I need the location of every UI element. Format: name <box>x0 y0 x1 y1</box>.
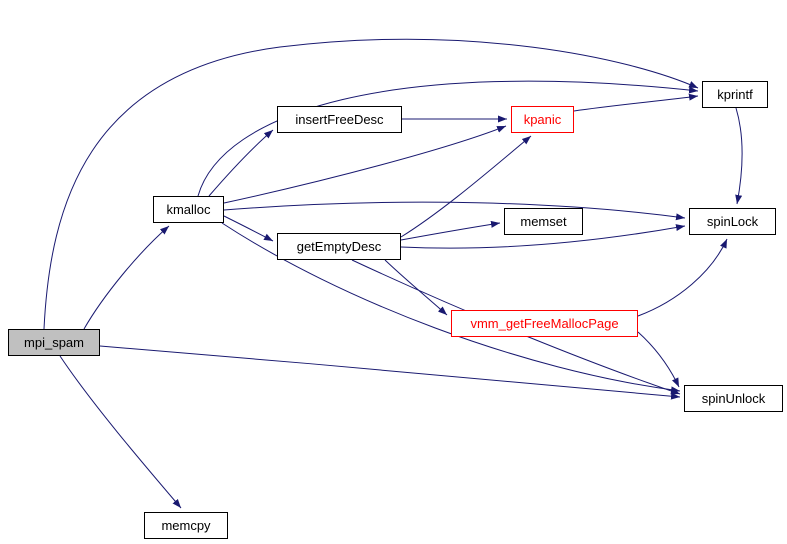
edge-kmalloc-to-kpanic <box>223 125 507 204</box>
edge-kpanic-to-kprintf <box>573 93 699 112</box>
edge-kmalloc-to-spinUnlock <box>221 222 681 394</box>
node-kmalloc[interactable]: kmalloc <box>153 196 224 223</box>
edge-kmalloc-to-spinLock <box>223 201 686 221</box>
node-kpanic[interactable]: kpanic <box>511 106 574 133</box>
node-memset[interactable]: memset <box>504 208 583 235</box>
edge-getEmptyDesc-to-vmm_getFreeMallocPage <box>384 259 448 316</box>
node-mpi-spam: mpi_spam <box>8 329 100 356</box>
node-spinunlock[interactable]: spinUnlock <box>684 385 783 412</box>
edge-kmalloc-to-kprintf <box>197 80 699 197</box>
edge-getEmptyDesc-to-spinLock <box>400 224 686 249</box>
edge-kprintf-to-spinLock <box>735 107 743 205</box>
node-spinlock[interactable]: spinLock <box>689 208 776 235</box>
node-insertfreedesc[interactable]: insertFreeDesc <box>277 106 402 133</box>
node-getemptydesc[interactable]: getEmptyDesc <box>277 233 401 260</box>
edge-mpi_spam-to-spinUnlock <box>99 345 681 400</box>
edge-getEmptyDesc-to-memset <box>400 220 501 241</box>
node-vmm-getfreemallocpage[interactable]: vmm_getFreeMallocPage <box>451 310 638 337</box>
edge-vmm_getFreeMallocPage-to-spinUnlock <box>637 331 680 388</box>
edge-mpi_spam-to-kprintf <box>43 38 699 330</box>
node-kprintf[interactable]: kprintf <box>702 81 768 108</box>
edge-vmm_getFreeMallocPage-to-spinLock <box>637 238 728 317</box>
edge-mpi_spam-to-kmalloc <box>83 225 170 330</box>
edge-kmalloc-to-getEmptyDesc <box>223 215 274 242</box>
edge-mpi_spam-to-memcpy <box>59 355 182 509</box>
node-memcpy[interactable]: memcpy <box>144 512 228 539</box>
edge-kmalloc-to-insertFreeDesc <box>208 129 274 197</box>
edge-getEmptyDesc-to-kpanic <box>400 135 532 238</box>
